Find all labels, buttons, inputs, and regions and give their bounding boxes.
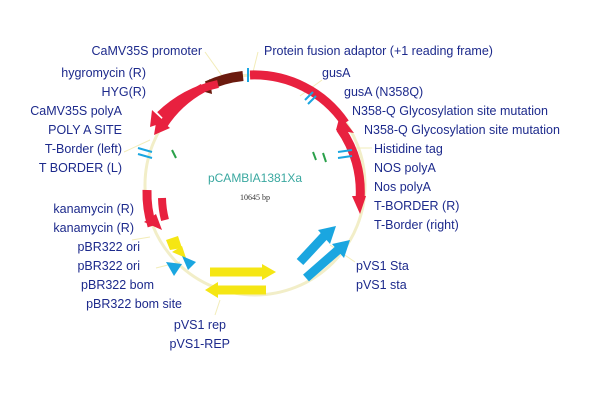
feature-pbr322-ori (166, 236, 182, 250)
label-hyg-r: HYG(R) (102, 85, 146, 99)
feature-nos-region-arrowhead (352, 196, 366, 214)
label-pvs1-sta-1: pVS1 Sta (356, 259, 409, 273)
feature-nos-region (336, 125, 365, 201)
tborder-left-marker-2 (137, 153, 153, 159)
histidine-tag-tick (312, 151, 317, 161)
label-poly-a-site: POLY A SITE (48, 123, 122, 137)
label-nos-polya-1: NOS polyA (374, 161, 436, 175)
glycosylation-tick-1 (304, 91, 314, 101)
yellow-features (166, 236, 276, 298)
label-pbr322-bom-site: pBR322 bom site (86, 297, 182, 311)
label-t-border-l: T BORDER (L) (39, 161, 122, 175)
label-glycosylation-mutation-2: N358-Q Glycosylation site mutation (364, 123, 560, 137)
label-pvs1-rep-upper: pVS1-REP (170, 337, 230, 351)
feature-hyg-outer (157, 80, 219, 118)
plasmid-name: pCAMBIA1381Xa (208, 171, 302, 185)
label-histidine-tag: Histidine tag (374, 142, 443, 156)
feature-pbr322-ori-arrowhead (172, 246, 186, 258)
tborder-left-marker-1 (137, 147, 153, 153)
label-pbr322-ori-2: pBR322 ori (77, 259, 140, 273)
feature-pbr322-bom-site (182, 256, 196, 270)
feature-gusA (249, 70, 349, 126)
feature-pvs1-rep-arrowhead (262, 264, 276, 280)
label-kanamycin-2: kanamycin (R) (53, 221, 134, 235)
feature-pvs1-sta-arrowhead (318, 226, 336, 244)
feature-kanamycin-inner (158, 197, 169, 221)
label-camv35s-promoter: CaMV35S promoter (92, 44, 202, 58)
tborder-right-marker-1 (337, 149, 353, 153)
label-pvs1-rep: pVS1 rep (174, 318, 226, 332)
label-gusa: gusA (322, 66, 351, 80)
label-pvs1-sta-2: pVS1 sta (356, 278, 407, 292)
label-glycosylation-mutation-1: N358-Q Glycosylation site mutation (352, 104, 548, 118)
label-nos-polya-2: Nos polyA (374, 180, 432, 194)
glycosylation-tick-2 (307, 95, 317, 105)
feature-arcs (137, 68, 366, 230)
label-hygromycin: hygromycin (R) (61, 66, 146, 80)
feature-pbr322-bom (166, 262, 182, 276)
cyan-features (166, 226, 350, 282)
tborder-right-tick (322, 152, 327, 163)
feature-hyg-outer-arrowhead (150, 110, 165, 127)
plasmid-size: 10645 bp (240, 193, 270, 202)
label-protein-fusion-adaptor: Protein fusion adaptor (+1 reading frame… (264, 44, 493, 58)
label-kanamycin-1: kanamycin (R) (53, 202, 134, 216)
labels-right: Protein fusion adaptor (+1 reading frame… (264, 44, 560, 292)
feature-pvs1-rep-2-arrowhead (205, 282, 218, 298)
label-camv35s-polya: CaMV35S polyA (30, 104, 122, 118)
labels-left: CaMV35S promoter hygromycin (R) HYG(R) C… (30, 44, 230, 351)
feature-pvs1-sta-2 (303, 246, 341, 282)
label-t-border-right: T-Border (right) (374, 218, 459, 232)
tborder-right-marker-2 (337, 155, 353, 159)
label-pbr322-bom: pBR322 bom (81, 278, 154, 292)
feature-pvs1-sta (296, 230, 330, 266)
feature-pvs1-sta-2-arrowhead (332, 240, 350, 258)
feature-kanamycin-arrowhead (144, 214, 162, 230)
label-t-border-left: T-Border (left) (45, 142, 122, 156)
label-pbr322-ori-1: pBR322 ori (77, 240, 140, 254)
tborder-left-tick (171, 149, 177, 159)
label-gusa-n358q: gusA (N358Q) (344, 85, 423, 99)
label-t-border-r: T-BORDER (R) (374, 199, 459, 213)
